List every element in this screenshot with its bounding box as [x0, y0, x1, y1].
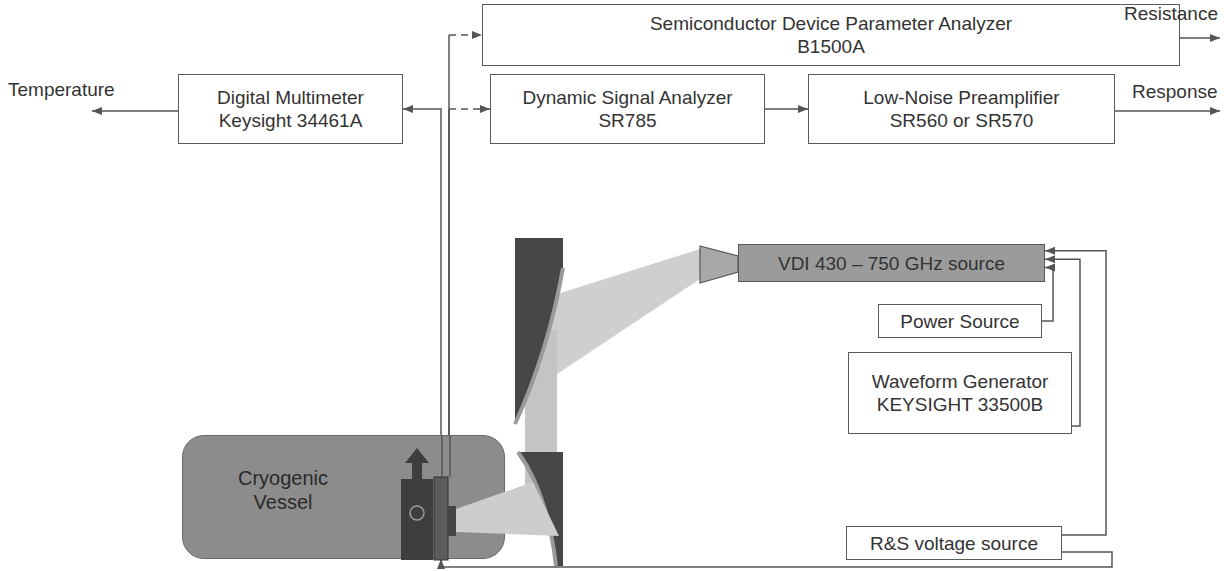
power-source-box: Power Source — [878, 304, 1042, 338]
sample-holder — [183, 436, 504, 558]
multimeter-box: Digital MultimeterKeysight 34461A — [178, 74, 403, 144]
device-name: Cryogenic Vessel — [213, 466, 353, 514]
dashed-wire — [449, 34, 482, 36]
wire — [765, 108, 808, 110]
waveform-generator-box: Waveform GeneratorKEYSIGHT 33500B — [848, 352, 1072, 434]
device-name: Dynamic Signal Analyzer — [522, 86, 732, 109]
model-number: Keysight 34461A — [219, 109, 363, 132]
device-name: Power Source — [900, 310, 1019, 333]
thz-source-box: VDI 430 – 750 GHz source — [738, 244, 1045, 282]
model-number: KEYSIGHT 33500B — [877, 393, 1044, 416]
output-arrow — [1180, 37, 1220, 39]
model-number: B1500A — [797, 35, 865, 58]
silicon-lens — [448, 506, 456, 536]
device-name: Low-Noise Preamplifier — [863, 86, 1059, 109]
wire — [448, 109, 450, 435]
device-name: Digital Multimeter — [217, 86, 364, 109]
flow-arrow — [405, 448, 429, 479]
detector-chip — [434, 477, 448, 560]
thz-beam — [456, 482, 559, 536]
device-name: Semiconductor Device Parameter Analyzer — [650, 12, 1012, 35]
analyzer-box: Semiconductor Device Parameter AnalyzerB… — [482, 4, 1180, 66]
horn-antenna — [700, 246, 738, 283]
output-label: Temperature — [8, 78, 115, 101]
output-label: Resistance — [1124, 2, 1218, 25]
model-number: SR785 — [598, 109, 656, 132]
signal-analyzer-box: Dynamic Signal AnalyzerSR785 — [490, 74, 765, 144]
device-name: VDI 430 – 750 GHz source — [778, 252, 1005, 275]
device-name: Waveform Generator — [872, 370, 1049, 393]
wire — [448, 35, 450, 435]
wire — [441, 436, 443, 477]
output-label: Response — [1132, 80, 1218, 103]
cryostat: Cryogenic Vessel — [182, 435, 505, 559]
model-number: SR560 or SR570 — [890, 109, 1034, 132]
connector — [449, 109, 490, 435]
device-name: R&S voltage source — [870, 532, 1038, 555]
sample-stage — [401, 479, 433, 560]
wire — [449, 436, 451, 477]
mirror-surface — [515, 268, 563, 424]
preamplifier-box: Low-Noise PreamplifierSR560 or SR570 — [808, 74, 1115, 144]
wire — [403, 109, 441, 435]
connector — [403, 109, 441, 435]
sample — [410, 506, 424, 520]
output-arrow — [92, 110, 178, 112]
dashed-wire — [449, 108, 490, 110]
parabolic-mirror — [515, 238, 563, 424]
output-arrow — [1115, 110, 1220, 112]
voltage-source-box: R&S voltage source — [846, 526, 1062, 560]
connector — [449, 35, 482, 435]
connector — [765, 109, 808, 110]
